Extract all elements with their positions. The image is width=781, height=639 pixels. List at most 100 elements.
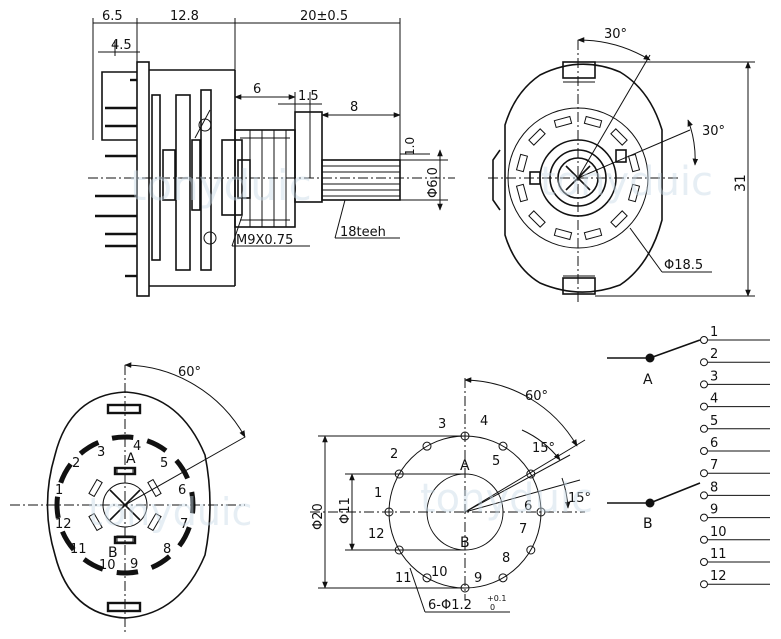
watermark-side: tonyduic (130, 161, 312, 210)
knurl-lines (322, 165, 400, 197)
pin-label-2: 2 (390, 447, 398, 462)
pin-dia-inner: Φ11 (338, 497, 353, 524)
rear-pole-b: B (108, 545, 118, 561)
rear-label-5: 5 (160, 456, 168, 471)
front-slot (515, 153, 529, 173)
front-slot (610, 128, 628, 146)
terminal-contact (700, 447, 708, 455)
terminal-contact (700, 558, 708, 566)
terminal-contact (700, 402, 708, 411)
front-angle-top: 30° (604, 27, 627, 42)
rear-label-9: 9 (130, 557, 138, 572)
front-height: 31 (733, 174, 749, 192)
pin-hole (422, 441, 432, 451)
rear-label-2: 2 (72, 456, 80, 471)
rear-inner-slot (147, 512, 162, 532)
pin-label-12: 12 (368, 527, 385, 542)
front-slot (553, 115, 573, 129)
side-view: 6.5 12.8 20±0.5 4.5 (88, 9, 455, 297)
terminal-contact (700, 513, 708, 522)
rear-label-7: 7 (180, 517, 188, 532)
side-terminals (95, 78, 137, 278)
pin-label-9: 9 (474, 571, 482, 586)
rear-segment (146, 438, 168, 453)
terminal-contact (700, 535, 708, 544)
dim-1-0: 1.0 (403, 137, 417, 156)
rear-label-6: 6 (178, 483, 186, 498)
rear-segment (78, 440, 100, 456)
rear-inner-slot (88, 478, 103, 498)
pin-hole-tol-upper: +0.1 (487, 594, 506, 603)
teeth-label: 18teeh (340, 225, 386, 240)
terminal-contact (700, 358, 708, 367)
terminal-label: 9 (710, 503, 718, 518)
pin-angle-15a: 15° (532, 441, 555, 456)
pin-hole (526, 545, 536, 555)
front-slot (515, 183, 529, 203)
pin-label-10: 10 (431, 565, 448, 580)
rear-label-11: 11 (70, 542, 87, 557)
terminal-contact (700, 380, 708, 389)
pin-label-7: 7 (519, 522, 527, 537)
pin-angle-15b: 15° (568, 491, 591, 506)
rear-label-8: 8 (163, 542, 171, 557)
front-slot (583, 227, 603, 241)
rear-angle: 60° (178, 365, 201, 380)
front-slot (583, 115, 603, 129)
pin-holes-label: 6-Φ1.2 (428, 598, 472, 613)
watermark-rear: tonyduic (88, 490, 252, 534)
dim-6: 6 (253, 82, 261, 97)
pin-label-1: 1 (374, 486, 382, 501)
rear-segment (60, 530, 76, 552)
rear-label-4: 4 (133, 439, 141, 454)
rear-label-1: 1 (55, 483, 63, 498)
pin-hole-tol-lower: 0 (490, 603, 495, 612)
rear-segment (150, 554, 172, 570)
front-slot (553, 227, 573, 241)
terminal-contact (700, 491, 708, 500)
rear-segment (111, 434, 134, 441)
pin-hole (498, 573, 508, 583)
terminal-contact (700, 336, 708, 344)
rear-view: 60° A B 1 2 3 4 5 6 7 8 9 10 11 12 (10, 362, 246, 635)
rear-contact-segments (54, 434, 196, 576)
rear-segment (82, 557, 104, 572)
pin-label-11: 11 (395, 571, 412, 586)
front-view: 30° 30° 31 Φ18.5 (488, 27, 755, 305)
rear-segment (58, 462, 73, 484)
terminal-contact (700, 580, 708, 589)
terminal-label: 8 (710, 480, 718, 495)
front-slot (610, 210, 628, 228)
front-slot (528, 128, 546, 146)
watermark-pins: tonyduic (420, 476, 593, 522)
pin-label-5: 5 (492, 454, 500, 469)
rear-pole-a: A (126, 451, 136, 467)
pin-dia-outer: Φ20 (311, 503, 326, 530)
pin-label-6: 6 (524, 499, 532, 514)
pin-hole (422, 573, 432, 583)
terminal-label: 4 (710, 392, 718, 407)
rear-contact-labels: 1 2 3 4 5 6 7 8 9 10 11 12 (55, 439, 188, 573)
rear-inner-slot (88, 512, 103, 532)
dim-6-5: 6.5 (102, 9, 123, 24)
rear-segment (189, 491, 196, 514)
front-angle-right: 30° (702, 124, 725, 139)
rear-segment (54, 496, 61, 519)
pin-label-4: 4 (480, 414, 488, 429)
pin-layout: 60° 15° 15° Φ20 Φ11 6-Φ1.2 +0.1 0 A B 1 … (310, 377, 591, 613)
terminal-label: 10 (710, 525, 727, 540)
pin-pole-a: A (460, 458, 470, 474)
front-diameter: Φ18.5 (664, 258, 703, 273)
pin-angle-60: 60° (525, 389, 548, 404)
dim-8: 8 (350, 100, 358, 115)
terminal-label: 3 (710, 369, 718, 384)
dim-20: 20±0.5 (300, 9, 348, 24)
thread-label: M9X0.75 (236, 233, 293, 248)
rear-segment (116, 569, 139, 576)
dim-12-8: 12.8 (170, 9, 199, 24)
pin-label-8: 8 (502, 551, 510, 566)
dim-1-5: 1.5 (298, 89, 319, 104)
terminal-label: 7 (710, 458, 718, 473)
